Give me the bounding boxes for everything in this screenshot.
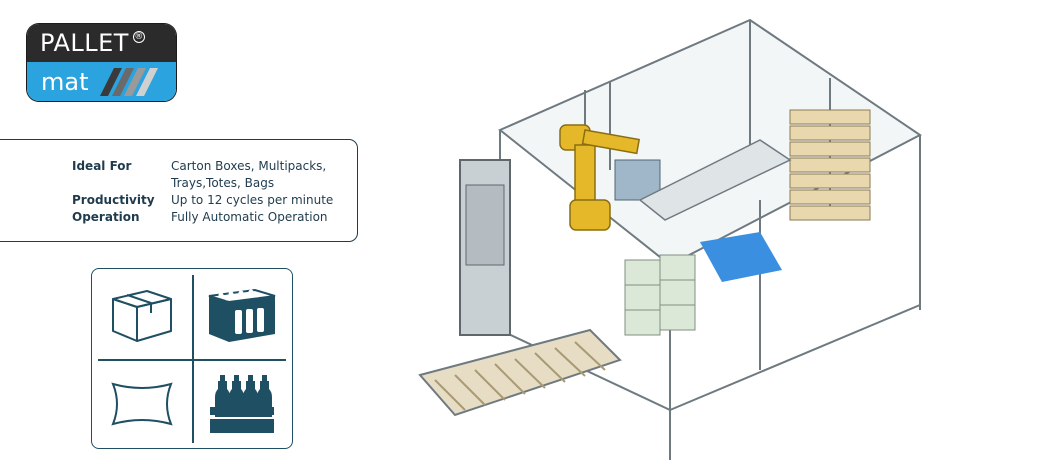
carton-box-icon xyxy=(112,290,172,342)
logo-pallet-text: PALLET xyxy=(40,29,129,57)
spec-info-box: Ideal For Carton Boxes, Multipacks, Tray… xyxy=(0,139,358,242)
spec-label-operation: Operation xyxy=(72,210,140,224)
logo-mat-text: mat xyxy=(41,67,89,96)
logo-bottom-band: mat xyxy=(27,62,176,101)
grid-cell-crate xyxy=(192,269,292,359)
spec-label-productivity: Productivity xyxy=(72,193,155,207)
palletizer-machine-illustration xyxy=(418,18,922,460)
product-type-grid xyxy=(91,268,293,449)
palletmat-logo: PALLET ® mat xyxy=(27,24,176,101)
grid-cell-bag xyxy=(92,359,192,449)
grid-divider-horizontal xyxy=(98,359,286,361)
spec-label-ideal-for: Ideal For xyxy=(72,159,132,173)
logo-stripes-icon xyxy=(100,68,158,96)
spec-value-ideal-for-line1: Carton Boxes, Multipacks, xyxy=(171,159,327,173)
spec-value-productivity: Up to 12 cycles per minute xyxy=(171,193,334,207)
bag-icon xyxy=(111,382,173,426)
spec-value-operation: Fully Automatic Operation xyxy=(171,210,328,224)
bottle-crate-icon xyxy=(208,288,276,342)
registered-mark: ® xyxy=(132,31,145,43)
grid-cell-carton xyxy=(92,269,192,359)
grid-cell-bottle-pack xyxy=(192,359,292,449)
spec-value-ideal-for-line2: Trays,Totes, Bags xyxy=(171,176,275,190)
bottle-pack-icon xyxy=(210,375,274,433)
logo-top-band: PALLET ® xyxy=(27,24,176,62)
